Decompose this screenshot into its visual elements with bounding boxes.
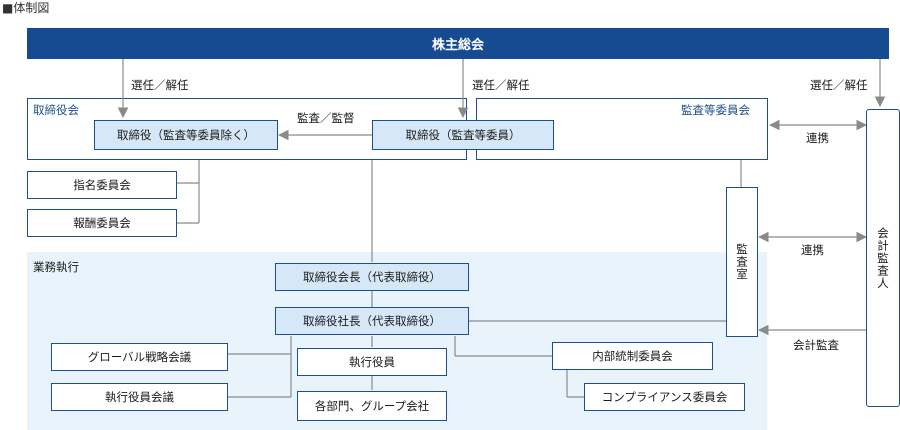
audit-office-box: 監査室 [726, 187, 758, 337]
cooperation-label-2: 連携 [801, 243, 824, 257]
business-execution-label: 業務執行 [33, 260, 79, 274]
internal-control-committee-box: 内部統制委員会 [552, 342, 713, 370]
executive-officers-box: 執行役員 [297, 348, 447, 376]
nomination-committee-box: 指名委員会 [27, 171, 177, 199]
elect-dismiss-label-3: 選任／解任 [810, 78, 868, 92]
audit-committee-label: 監査等委員会 [681, 103, 750, 117]
executive-officers-meeting-box: 執行役員会議 [51, 383, 228, 411]
directors-excluding-audit-box: 取締役（監査等委員除く） [94, 120, 278, 150]
global-strategy-meeting-box: グローバル戦略会議 [51, 343, 228, 371]
elect-dismiss-label-2: 選任／解任 [472, 78, 530, 92]
shareholders-meeting: 株主総会 [27, 28, 889, 59]
elect-dismiss-label-1: 選任／解任 [131, 78, 189, 92]
compensation-committee-box: 報酬委員会 [27, 209, 177, 237]
cooperation-label-1: 連携 [806, 131, 829, 145]
accounting-audit-label: 会計監査 [793, 338, 839, 352]
accounting-auditor-box: 会計監査人 [866, 109, 900, 407]
audit-supervise-label: 監査／監督 [297, 111, 355, 125]
board-of-directors-label: 取締役会 [33, 103, 79, 117]
compliance-committee-box: コンプライアンス委員会 [584, 383, 745, 411]
president-box: 取締役社長（代表取締役） [275, 307, 469, 335]
divisions-group-companies-box: 各部門、グループ会社 [297, 391, 447, 421]
directors-audit-box: 取締役（監査等委員） [372, 120, 554, 150]
chairman-box: 取締役会長（代表取締役） [275, 263, 469, 291]
section-title: ■体制図 [2, 1, 50, 15]
